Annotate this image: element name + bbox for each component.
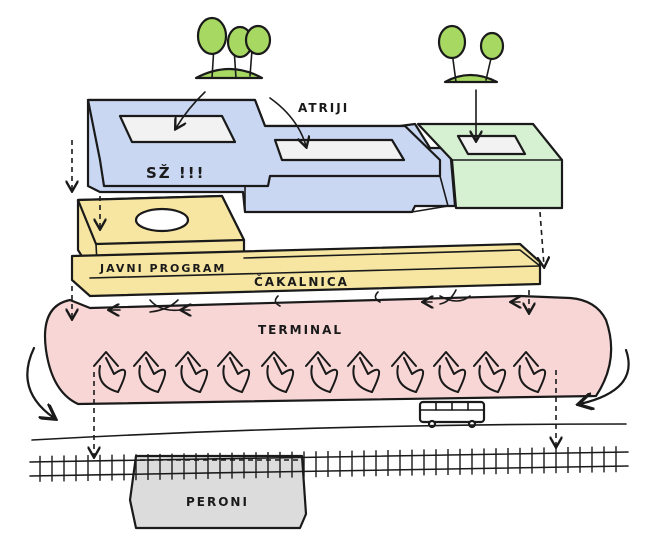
flow-arrow-tail (138, 365, 159, 393)
flow-arrow (391, 351, 424, 393)
flow-arrow (347, 351, 380, 393)
flow-arrow (217, 351, 250, 393)
flow-arrow (305, 351, 338, 393)
cakalnica-volume (70, 242, 542, 298)
label-terminal: TERMINAL (258, 323, 343, 337)
terminal-volume (44, 294, 613, 406)
flow-arrow-tail (352, 365, 373, 393)
arrow-icon (580, 348, 630, 404)
road-line (31, 423, 627, 441)
flow-arrow-tail (518, 365, 539, 393)
railway-track-icon (29, 446, 629, 482)
flow-arrow-tail (98, 365, 119, 393)
flow-arrow-tail (438, 365, 459, 393)
arrow-icon (26, 346, 54, 418)
flow-arrow (473, 351, 506, 393)
flow-arrow-tail (180, 365, 201, 393)
label-sz: SŽ !!! (146, 163, 205, 182)
flow-arrow (513, 351, 546, 393)
tree-icon-right (437, 24, 505, 84)
label-javni-program: JAVNI PROGRAM (99, 262, 226, 275)
green-volume (416, 122, 564, 210)
flow-arrow (133, 351, 166, 393)
flow-arrow-tail (396, 365, 417, 393)
label-peroni: PERONI (186, 495, 249, 509)
arrow-icon (269, 97, 306, 146)
flow-arrow (175, 351, 208, 393)
flow-arrow-tail (266, 365, 287, 393)
sz-volume (86, 98, 457, 214)
terminal-flow-arrows (93, 351, 546, 393)
tree-icon-left (194, 16, 272, 80)
flow-arrow-tail (222, 365, 243, 393)
bus-icon (418, 400, 486, 429)
flow-arrow (433, 351, 466, 393)
label-atriji: ATRIJI (298, 101, 349, 115)
flow-arrow-tail (478, 365, 499, 393)
flow-arrow-tail (310, 365, 331, 393)
flow-arrow (93, 351, 126, 393)
label-cakalnica: ČAKALNICA (254, 274, 349, 289)
arrow-icon (176, 91, 206, 128)
flow-arrow (261, 351, 294, 393)
